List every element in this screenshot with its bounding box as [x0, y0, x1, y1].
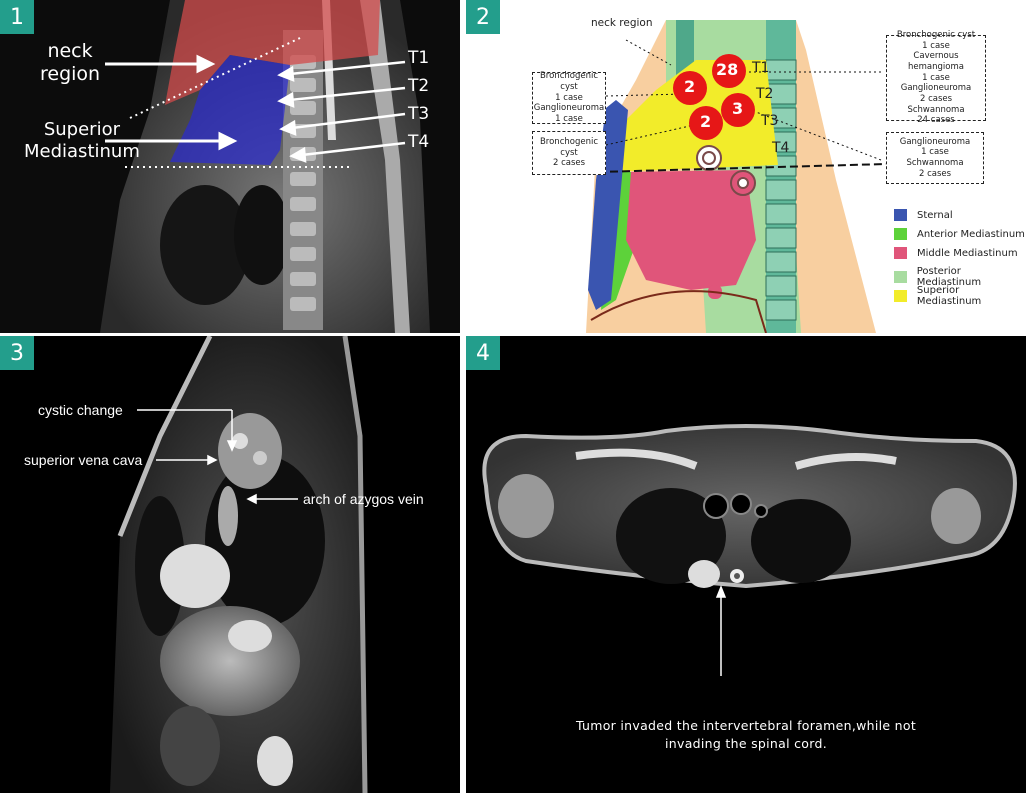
axial-caption-line-1: Tumor invaded the intervertebral foramen… [575, 718, 917, 733]
panel-badge-3: 3 [0, 336, 34, 370]
count-label-2-upper: 2 [684, 77, 696, 96]
count-circles [673, 54, 755, 140]
panel-1-mri-sagittal: 1 neck region Superior Mediastinum T1 T2… [0, 0, 460, 333]
legend-swatch [894, 247, 907, 259]
axial-caption: Tumor invaded the intervertebral foramen… [466, 717, 1026, 752]
count-circle-28 [712, 54, 746, 88]
cystic-change-label: cystic change [38, 402, 123, 418]
case-box-right-lower: Ganglioneuroma 1 case Schwannoma 2 cases [886, 132, 984, 184]
legend-item-posterior: Posterior Mediastinum [894, 266, 1026, 288]
count-circle-2-lower [689, 106, 723, 140]
mediastinum-diagram [586, 20, 887, 333]
panel-badge-2: 2 [466, 0, 500, 34]
vertebra-label-t1: T1 [408, 48, 430, 68]
count-circle-2-upper [673, 71, 707, 105]
case-box-right-upper: Bronchogenic cyst 1 case Cavernous heman… [886, 30, 986, 125]
neck-region-diagram-label: neck region [591, 17, 653, 29]
legend-item-superior: Superior Mediastinum [894, 285, 1026, 307]
superior-mediastinum-label: Superior Mediastinum [24, 119, 140, 162]
diagram-vertebra-t4: T4 [772, 140, 790, 156]
count-label-28: 28 [716, 60, 739, 79]
diagram-vertebra-t1: T1 [752, 60, 770, 76]
axial-caption-line-2: invading the spinal cord. [665, 735, 827, 751]
legend-swatch [894, 271, 907, 283]
panel-3-mri-sagittal-contrast: 3 cystic change superior vena cava arch … [0, 336, 460, 793]
count-label-3: 3 [732, 99, 744, 118]
superior-vena-cava-label: superior vena cava [24, 452, 143, 468]
mri-sagittal-contrast-image [110, 336, 368, 793]
legend-swatch [894, 209, 907, 221]
vertebra-label-t4: T4 [408, 132, 430, 152]
panel-4-mri-axial: 4 Tumor invaded the intervertebral foram… [466, 336, 1026, 793]
panel-badge-4: 4 [466, 336, 500, 370]
vertebra-label-t2: T2 [408, 76, 430, 96]
legend-item-middle: Middle Mediastinum [894, 247, 1018, 259]
diagram-vertebra-t2: T2 [756, 86, 774, 102]
diagram-vertebra-t3: T3 [761, 113, 779, 129]
case-box-left-upper: Bronchogenic cyst 1 case Ganglioneuroma … [532, 71, 606, 124]
count-circle-3 [721, 93, 755, 127]
mri-axial-image [482, 424, 1017, 676]
vertebra-label-t3: T3 [408, 104, 430, 124]
legend-item-anterior: Anterior Mediastinum [894, 228, 1025, 240]
legend-item-sternal: Sternal [894, 209, 953, 221]
neck-region-label: neck region [40, 40, 101, 85]
panel-badge-1: 1 [0, 0, 34, 34]
panel-2-anatomical-diagram: 2 neck region 28 2 3 2 T1 T2 T3 T4 Bronc… [466, 0, 1026, 333]
case-box-left-lower: Bronchogenic cyst 2 cases [532, 131, 606, 175]
legend-swatch [894, 228, 907, 240]
legend-swatch [894, 290, 907, 302]
mri-sagittal-image [100, 0, 430, 333]
count-label-2-lower: 2 [700, 112, 712, 131]
arch-of-azygos-vein-label: arch of azygos vein [303, 491, 424, 507]
